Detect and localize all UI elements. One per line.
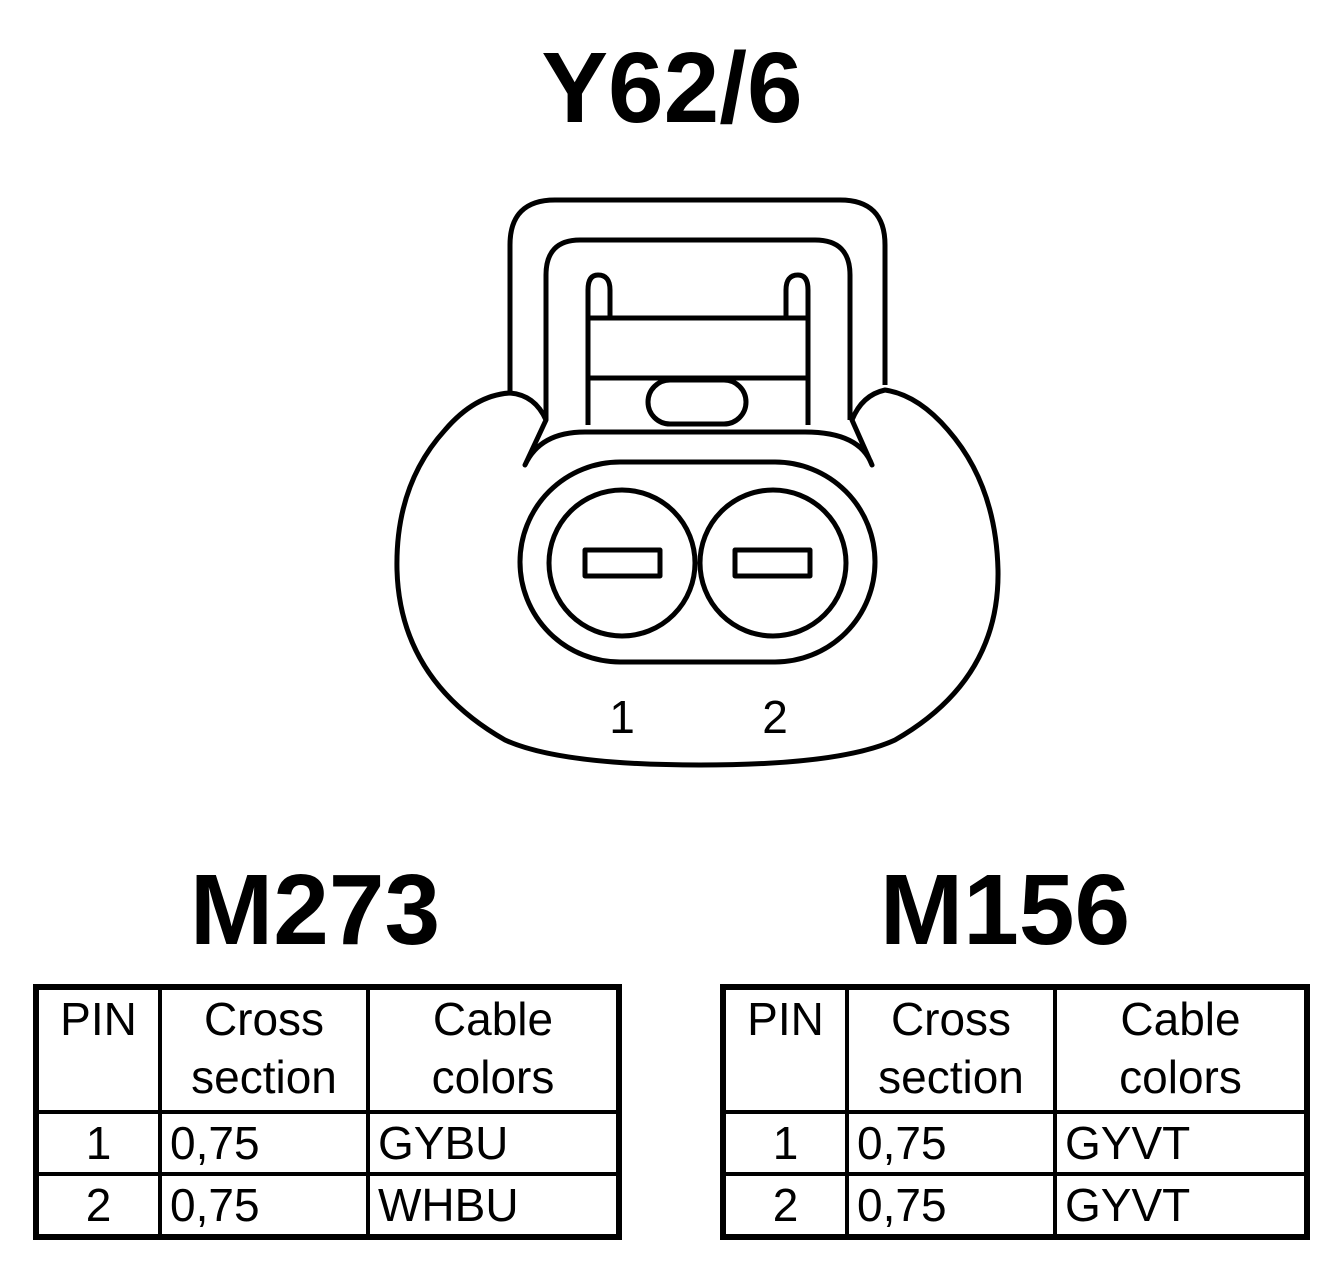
latch-prong-right [783, 272, 811, 425]
pin-table-m156: PIN Cross section Cable colors 1 0,75 GY… [720, 984, 1310, 1240]
latch-slot [645, 377, 749, 427]
header-cable-colors-line-1: Cable [1120, 993, 1241, 1045]
header-pin: PIN [34, 985, 162, 1114]
cell-cross-section: 0,75 [845, 1172, 1057, 1239]
cell-cross-section: 0,75 [158, 1172, 370, 1239]
pin-2-socket [697, 487, 849, 639]
latch-outer [507, 197, 888, 395]
pin-1-socket [546, 487, 698, 639]
pin-housing [517, 459, 878, 665]
header-cable-colors-line-2: colors [431, 1051, 555, 1103]
header-cable-colors-line-1: Cable [432, 993, 554, 1045]
connector-drawing: 1 2 [394, 197, 1001, 768]
cell-pin: 1 [721, 1110, 849, 1176]
cell-cable-color: GYBU [366, 1110, 621, 1176]
table-row: 2 0,75 WHBU [34, 1172, 621, 1239]
pin-table-m273: PIN Cross section Cable colors 1 0,75 GY… [33, 984, 622, 1240]
latch-prong-left [585, 272, 613, 425]
table-header-row: PIN Cross section Cable colors [34, 985, 621, 1114]
header-pin: PIN [721, 985, 849, 1114]
table-title-m156: M156 [879, 854, 1131, 966]
table-header-row: PIN Cross section Cable colors [721, 985, 1309, 1114]
cell-pin: 2 [721, 1172, 849, 1239]
table-row: 2 0,75 GYVT [721, 1172, 1309, 1239]
cell-pin: 1 [34, 1110, 162, 1176]
cell-cable-color: GYVT [1053, 1172, 1309, 1239]
cell-cable-color: WHBU [366, 1172, 621, 1239]
header-cross-section-line-1: Cross [203, 993, 325, 1045]
header-cross-section: Cross section [845, 985, 1057, 1114]
header-cable-colors: Cable colors [366, 985, 621, 1114]
header-cable-colors: Cable colors [1053, 985, 1309, 1114]
pin-1-contact [582, 547, 663, 579]
connector-body [394, 387, 1001, 768]
pin-label-2: 2 [762, 691, 788, 743]
table-row: 1 0,75 GYVT [721, 1110, 1309, 1176]
table-title-m273: M273 [189, 854, 441, 966]
header-cross-section-line-2: section [878, 1051, 1024, 1103]
header-cross-section: Cross section [158, 985, 370, 1114]
table-row: 1 0,75 GYBU [34, 1110, 621, 1176]
header-cross-section-line-1: Cross [890, 993, 1012, 1045]
cell-cross-section: 0,75 [158, 1110, 370, 1176]
latch-inner [543, 237, 853, 420]
cell-cable-color: GYVT [1053, 1110, 1309, 1176]
pin-2-contact [732, 547, 813, 579]
header-cable-colors-line-2: colors [1119, 1051, 1242, 1103]
pin-label-1: 1 [609, 691, 635, 743]
header-cross-section-line-2: section [191, 1051, 337, 1103]
cell-cross-section: 0,75 [845, 1110, 1057, 1176]
cell-pin: 2 [34, 1172, 162, 1239]
connector-title: Y62/6 [541, 32, 803, 144]
